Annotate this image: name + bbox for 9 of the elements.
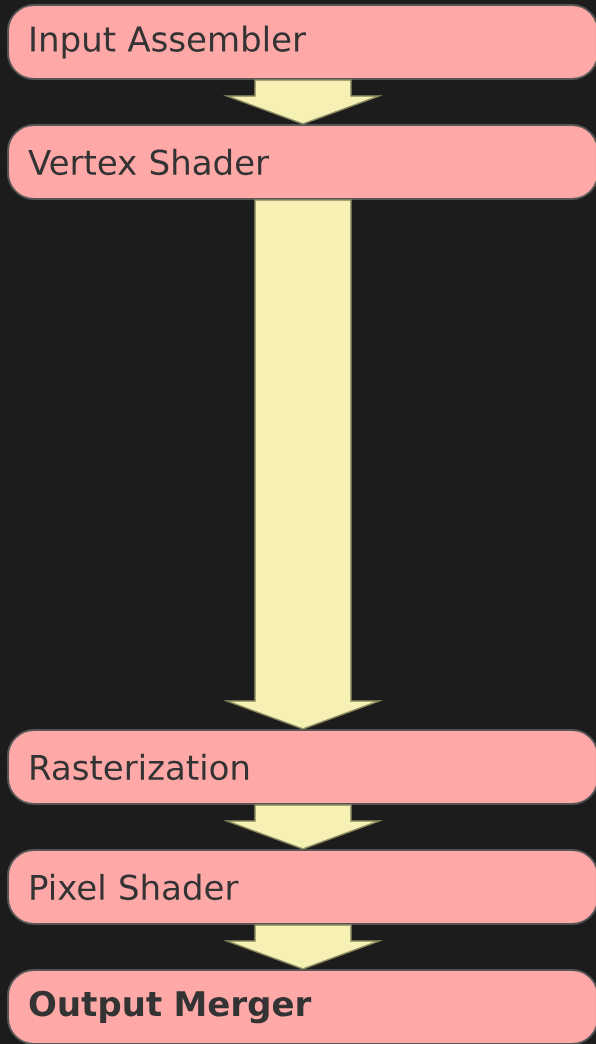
block-arrow [222,924,384,970]
block-arrow [222,199,384,730]
block-arrow [222,79,384,125]
stage-box: Output Merger [7,969,596,1044]
stage-box: Pixel Shader [7,849,596,925]
stage-box: Vertex Shader [7,124,596,200]
stage-box: Input Assembler [7,4,596,80]
block-arrow [222,804,384,850]
stage-box: Rasterization [7,729,596,805]
